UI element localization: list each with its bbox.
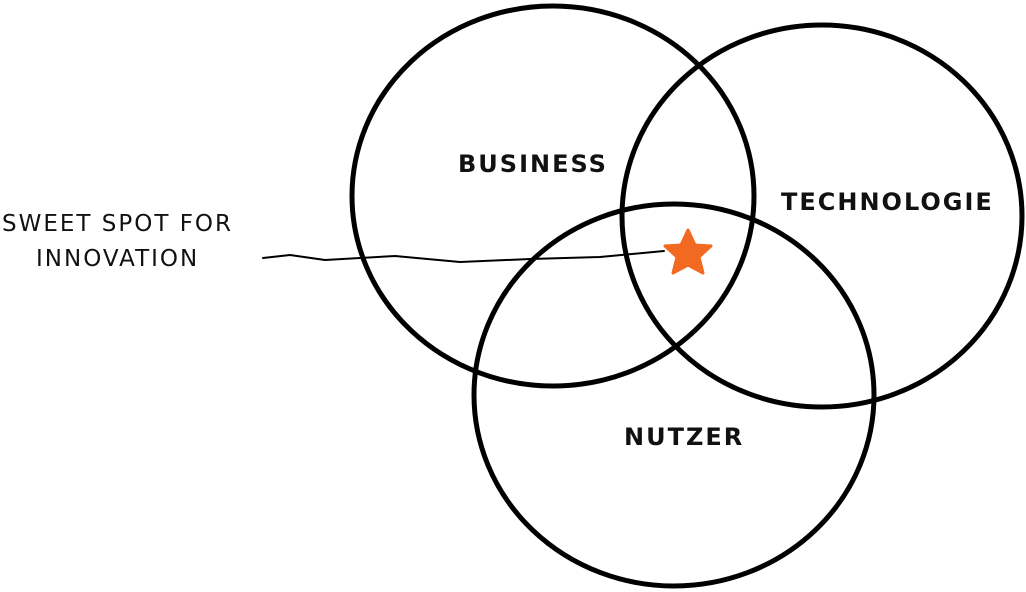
annotation-line-2: INNOVATION <box>36 246 199 272</box>
annotation-line-1: SWEET SPOT FOR <box>2 211 233 237</box>
label-technologie: TECHNOLOGIE <box>781 188 994 216</box>
label-business: BUSINESS <box>458 150 608 178</box>
circle-nutzer <box>471 201 877 589</box>
annotation-pointer-line <box>262 250 665 263</box>
star-icon <box>663 228 713 275</box>
circle-business <box>349 3 757 389</box>
label-nutzer: NUTZER <box>624 423 744 451</box>
circle-technologie <box>619 22 1025 410</box>
